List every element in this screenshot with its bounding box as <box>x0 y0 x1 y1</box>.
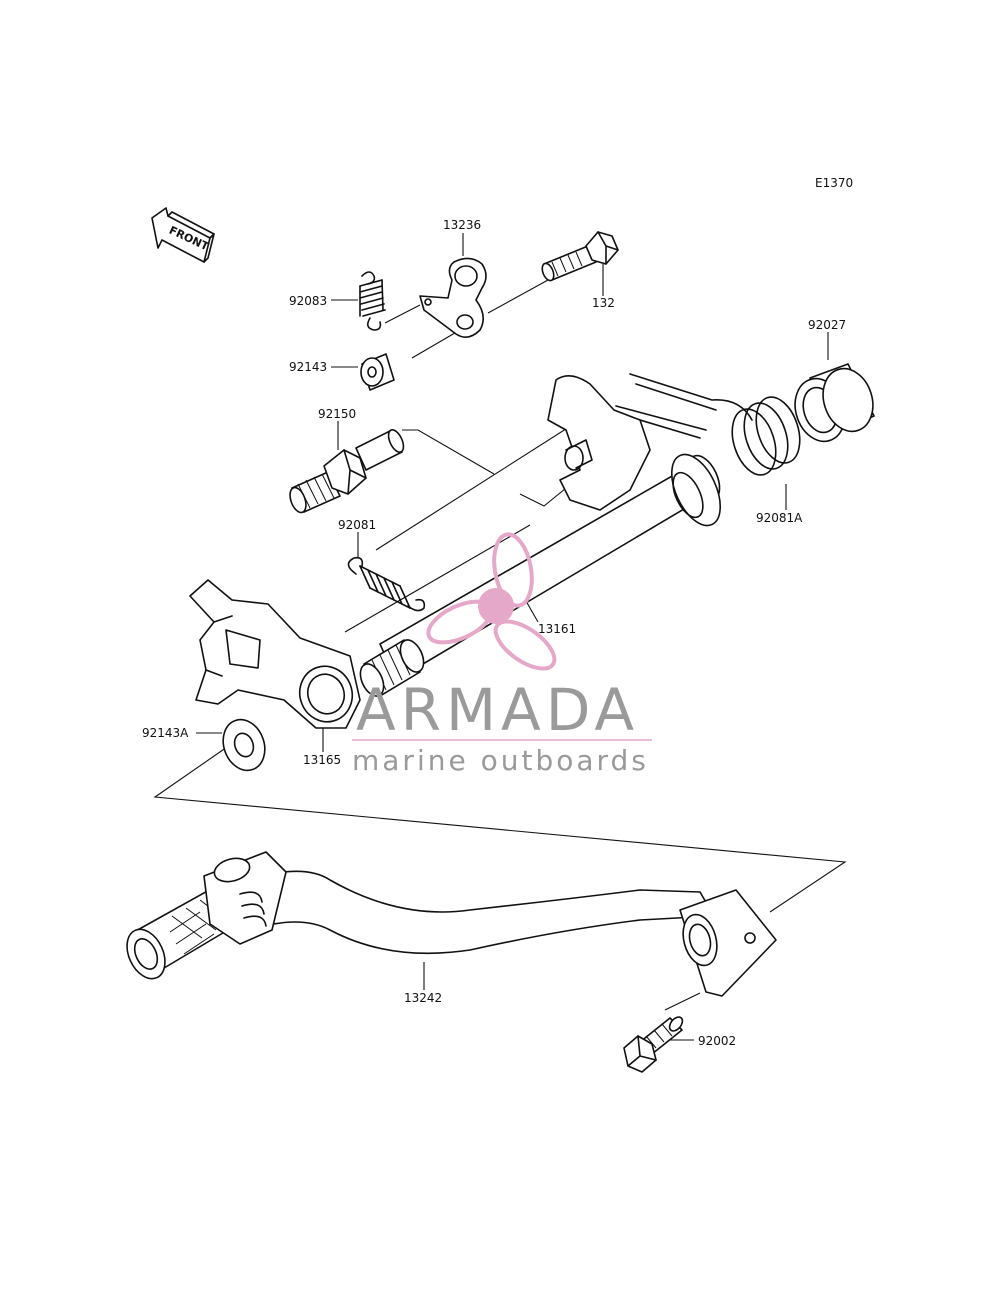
bolt-92002 <box>623 1016 684 1073</box>
label-13161: 13161 <box>538 622 576 636</box>
label-132: 132 <box>592 296 615 310</box>
bolt-132 <box>541 231 619 282</box>
plate-13236 <box>419 257 487 338</box>
watermark-brand: ARMADA <box>356 676 639 744</box>
label-92150: 92150 <box>318 407 356 421</box>
label-92081A: 92081A <box>756 511 803 525</box>
shift-arm-bracket <box>547 375 651 511</box>
pin-bolt-92150 <box>289 429 405 514</box>
label-13242: 13242 <box>404 991 442 1005</box>
collar-92143 <box>360 353 395 391</box>
propeller-logo-icon <box>426 532 557 671</box>
collar-92143A <box>222 718 266 772</box>
shaft-13161 <box>359 453 722 697</box>
label-92143A: 92143A <box>142 726 189 740</box>
label-13165: 13165 <box>303 753 341 767</box>
shift-lever-13165 <box>189 579 361 729</box>
spring-92081 <box>347 556 426 612</box>
diagram-code: E1370 <box>815 176 853 190</box>
label-92083: 92083 <box>289 294 327 308</box>
front-arrow-icon: FRONT <box>151 207 215 263</box>
spring-92083 <box>359 271 386 331</box>
watermark: ARMADA marine outboards <box>352 532 652 777</box>
pedal-13242 <box>126 851 777 997</box>
label-92027: 92027 <box>808 318 846 332</box>
label-92081: 92081 <box>338 518 376 532</box>
label-92143: 92143 <box>289 360 327 374</box>
watermark-tagline: marine outboards <box>352 744 649 777</box>
label-13236: 13236 <box>443 218 481 232</box>
label-92002: 92002 <box>698 1034 736 1048</box>
collar-92027 <box>794 363 875 443</box>
